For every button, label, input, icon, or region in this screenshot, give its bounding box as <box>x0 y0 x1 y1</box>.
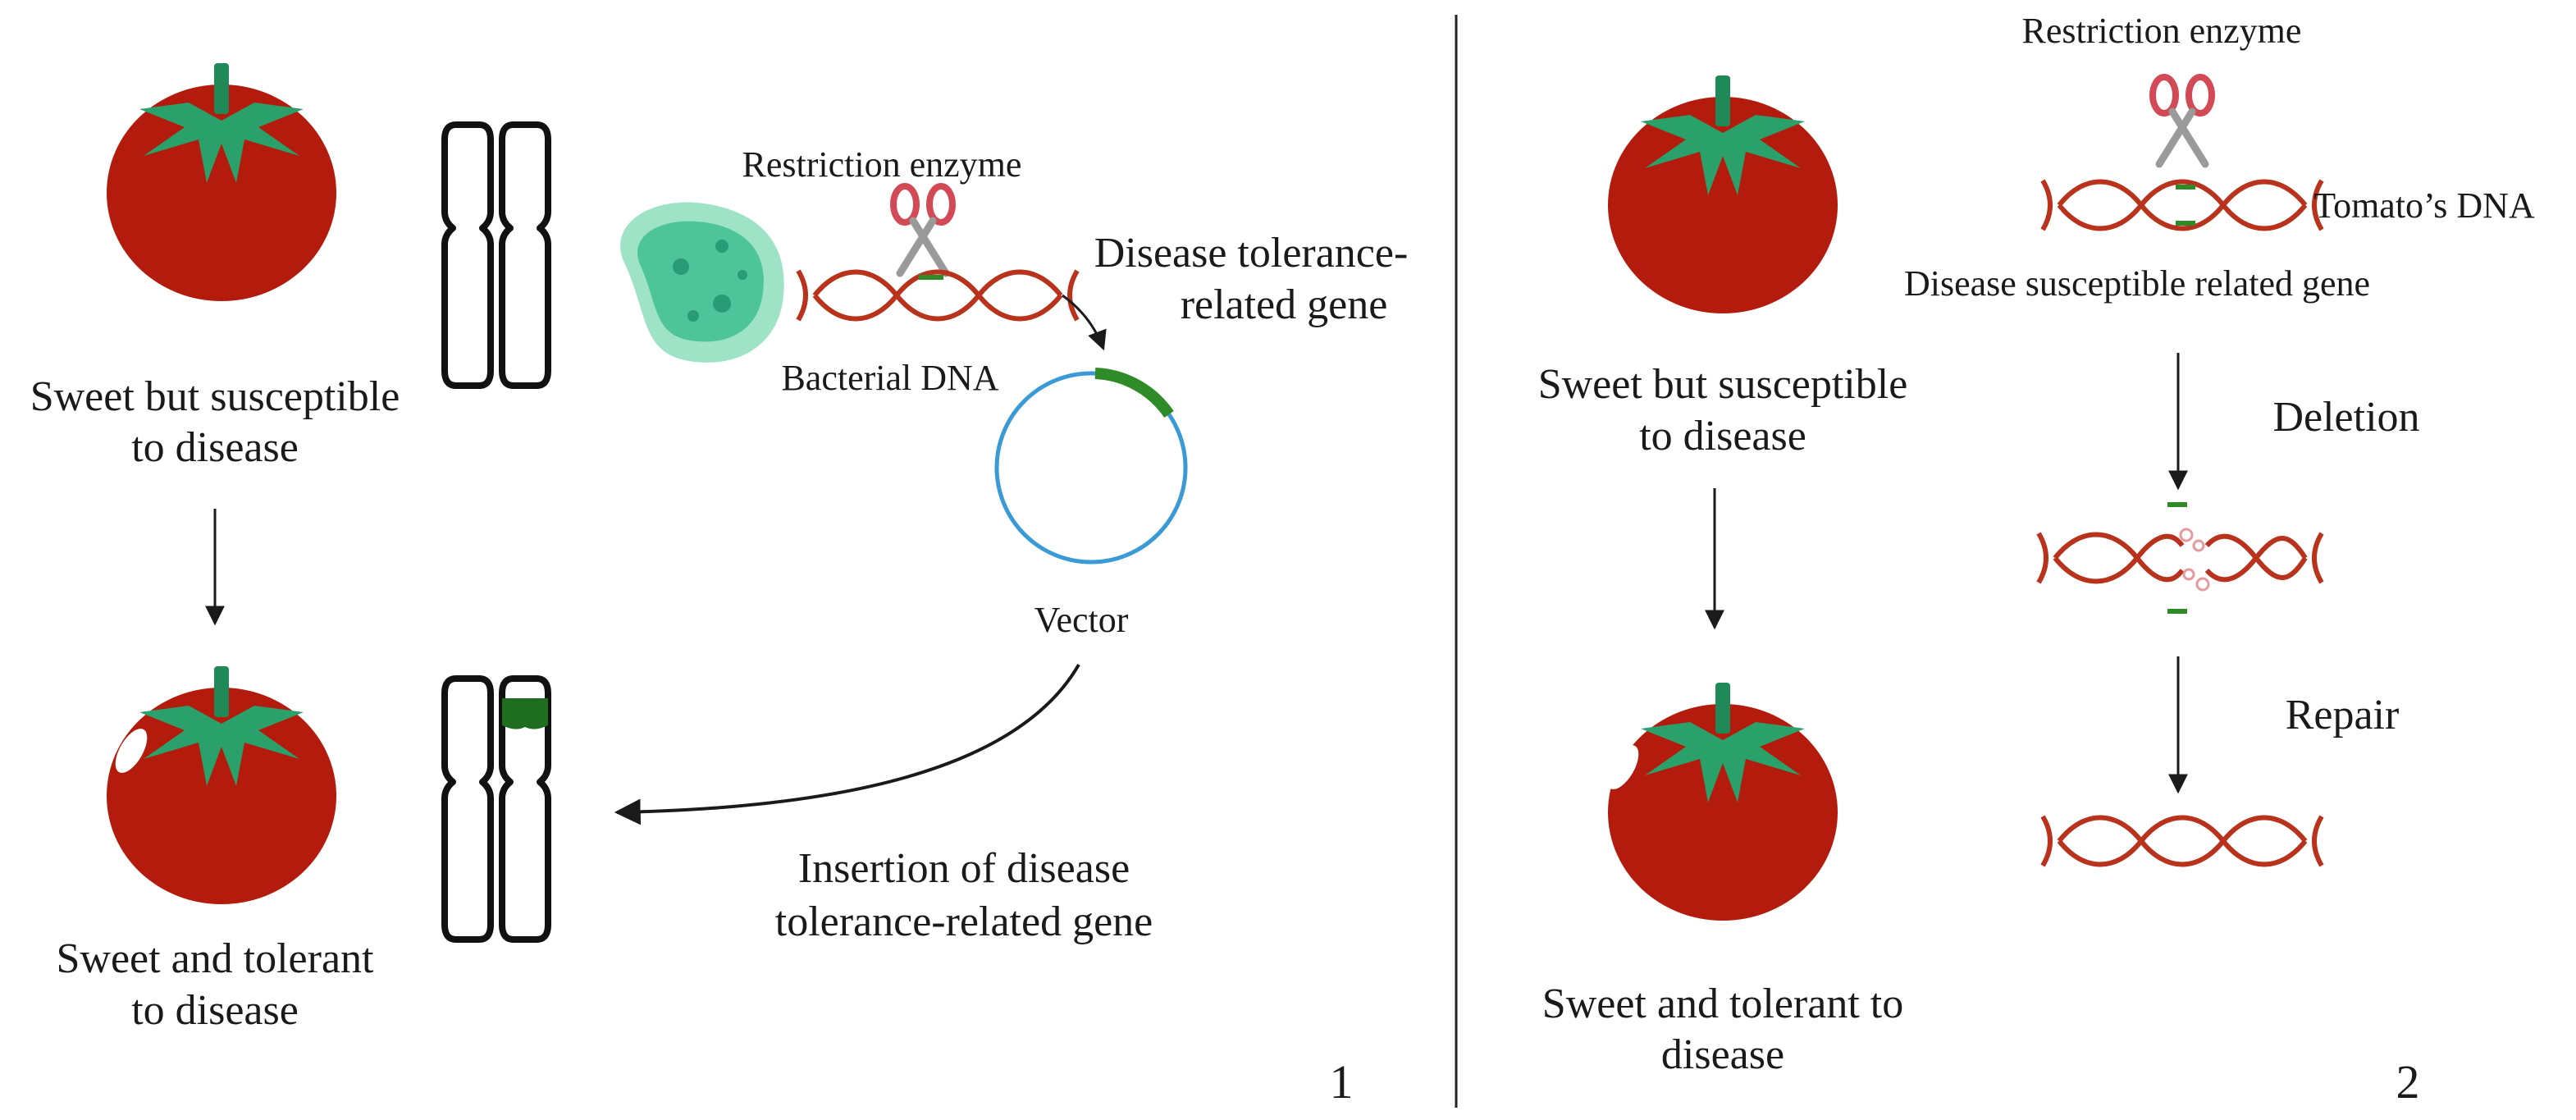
bacterial-dna-label: Bacterial DNA <box>781 358 998 398</box>
repair-label: Repair <box>2286 692 2400 738</box>
gene-label-line1: Disease tolerance- <box>1094 230 1409 277</box>
p2-bottom-label-line1: Sweet and tolerant to <box>1542 981 1903 1027</box>
plasmid-vector-icon <box>994 371 1188 565</box>
scissors-icon <box>893 186 952 273</box>
tomato-shine-icon <box>115 729 148 773</box>
inserted-gene-band <box>502 698 548 729</box>
insertion-arrow <box>614 663 1080 825</box>
scissors-icon <box>2153 77 2212 164</box>
bacterium-icon <box>620 202 784 363</box>
p1-bottom-label-line1: Sweet and tolerant <box>57 935 375 982</box>
panel-2: Sweet but susceptible to disease Sweet a… <box>1538 11 2535 1109</box>
p2-top-label-line1: Sweet but susceptible <box>1538 361 1908 408</box>
plasmid-gene-segment <box>1094 368 1174 418</box>
cut-dna-icon <box>2036 528 2324 592</box>
tomato-shine-icon <box>1606 745 1639 789</box>
insertion-label-line1: Insertion of disease <box>798 845 1130 892</box>
p2-bottom-label-line2: disease <box>1661 1031 1784 1078</box>
chromosome-icon <box>502 125 548 386</box>
tomato-bottom-icon <box>97 666 336 904</box>
panel-1: Sweet but susceptible to disease Sweet a… <box>30 63 1409 1109</box>
tomato-top-icon <box>1598 75 1838 313</box>
deletion-label: Deletion <box>2272 394 2419 441</box>
gene-label-line2: related gene <box>1181 281 1388 328</box>
p1-bottom-label-line2: to disease <box>131 987 299 1034</box>
panel-2-number: 2 <box>2396 1055 2420 1109</box>
p2-top-label-line2: to disease <box>1639 413 1806 459</box>
to-vector-arrow <box>1062 294 1107 351</box>
p1-top-label-line2: to disease <box>131 424 299 471</box>
chromosome-icon <box>445 125 491 386</box>
panel-1-number: 1 <box>1330 1055 1354 1109</box>
tomato-bottom-icon <box>1598 683 1838 921</box>
tomato-dna-label: Tomato’s DNA <box>2313 185 2535 226</box>
vector-label: Vector <box>1035 600 1129 640</box>
tomato-top-icon <box>97 63 336 301</box>
p1-top-label-line1: Sweet but susceptible <box>30 373 400 420</box>
p2-restriction-enzyme-label: Restriction enzyme <box>2022 11 2302 51</box>
insertion-label-line2: tolerance-related gene <box>775 898 1153 945</box>
chromosome-icon <box>445 679 491 939</box>
susceptible-gene-label: Disease susceptible related gene <box>1904 263 2370 304</box>
p1-restriction-enzyme-label: Restriction enzyme <box>742 144 1022 185</box>
repaired-dna-icon <box>2043 816 2322 866</box>
